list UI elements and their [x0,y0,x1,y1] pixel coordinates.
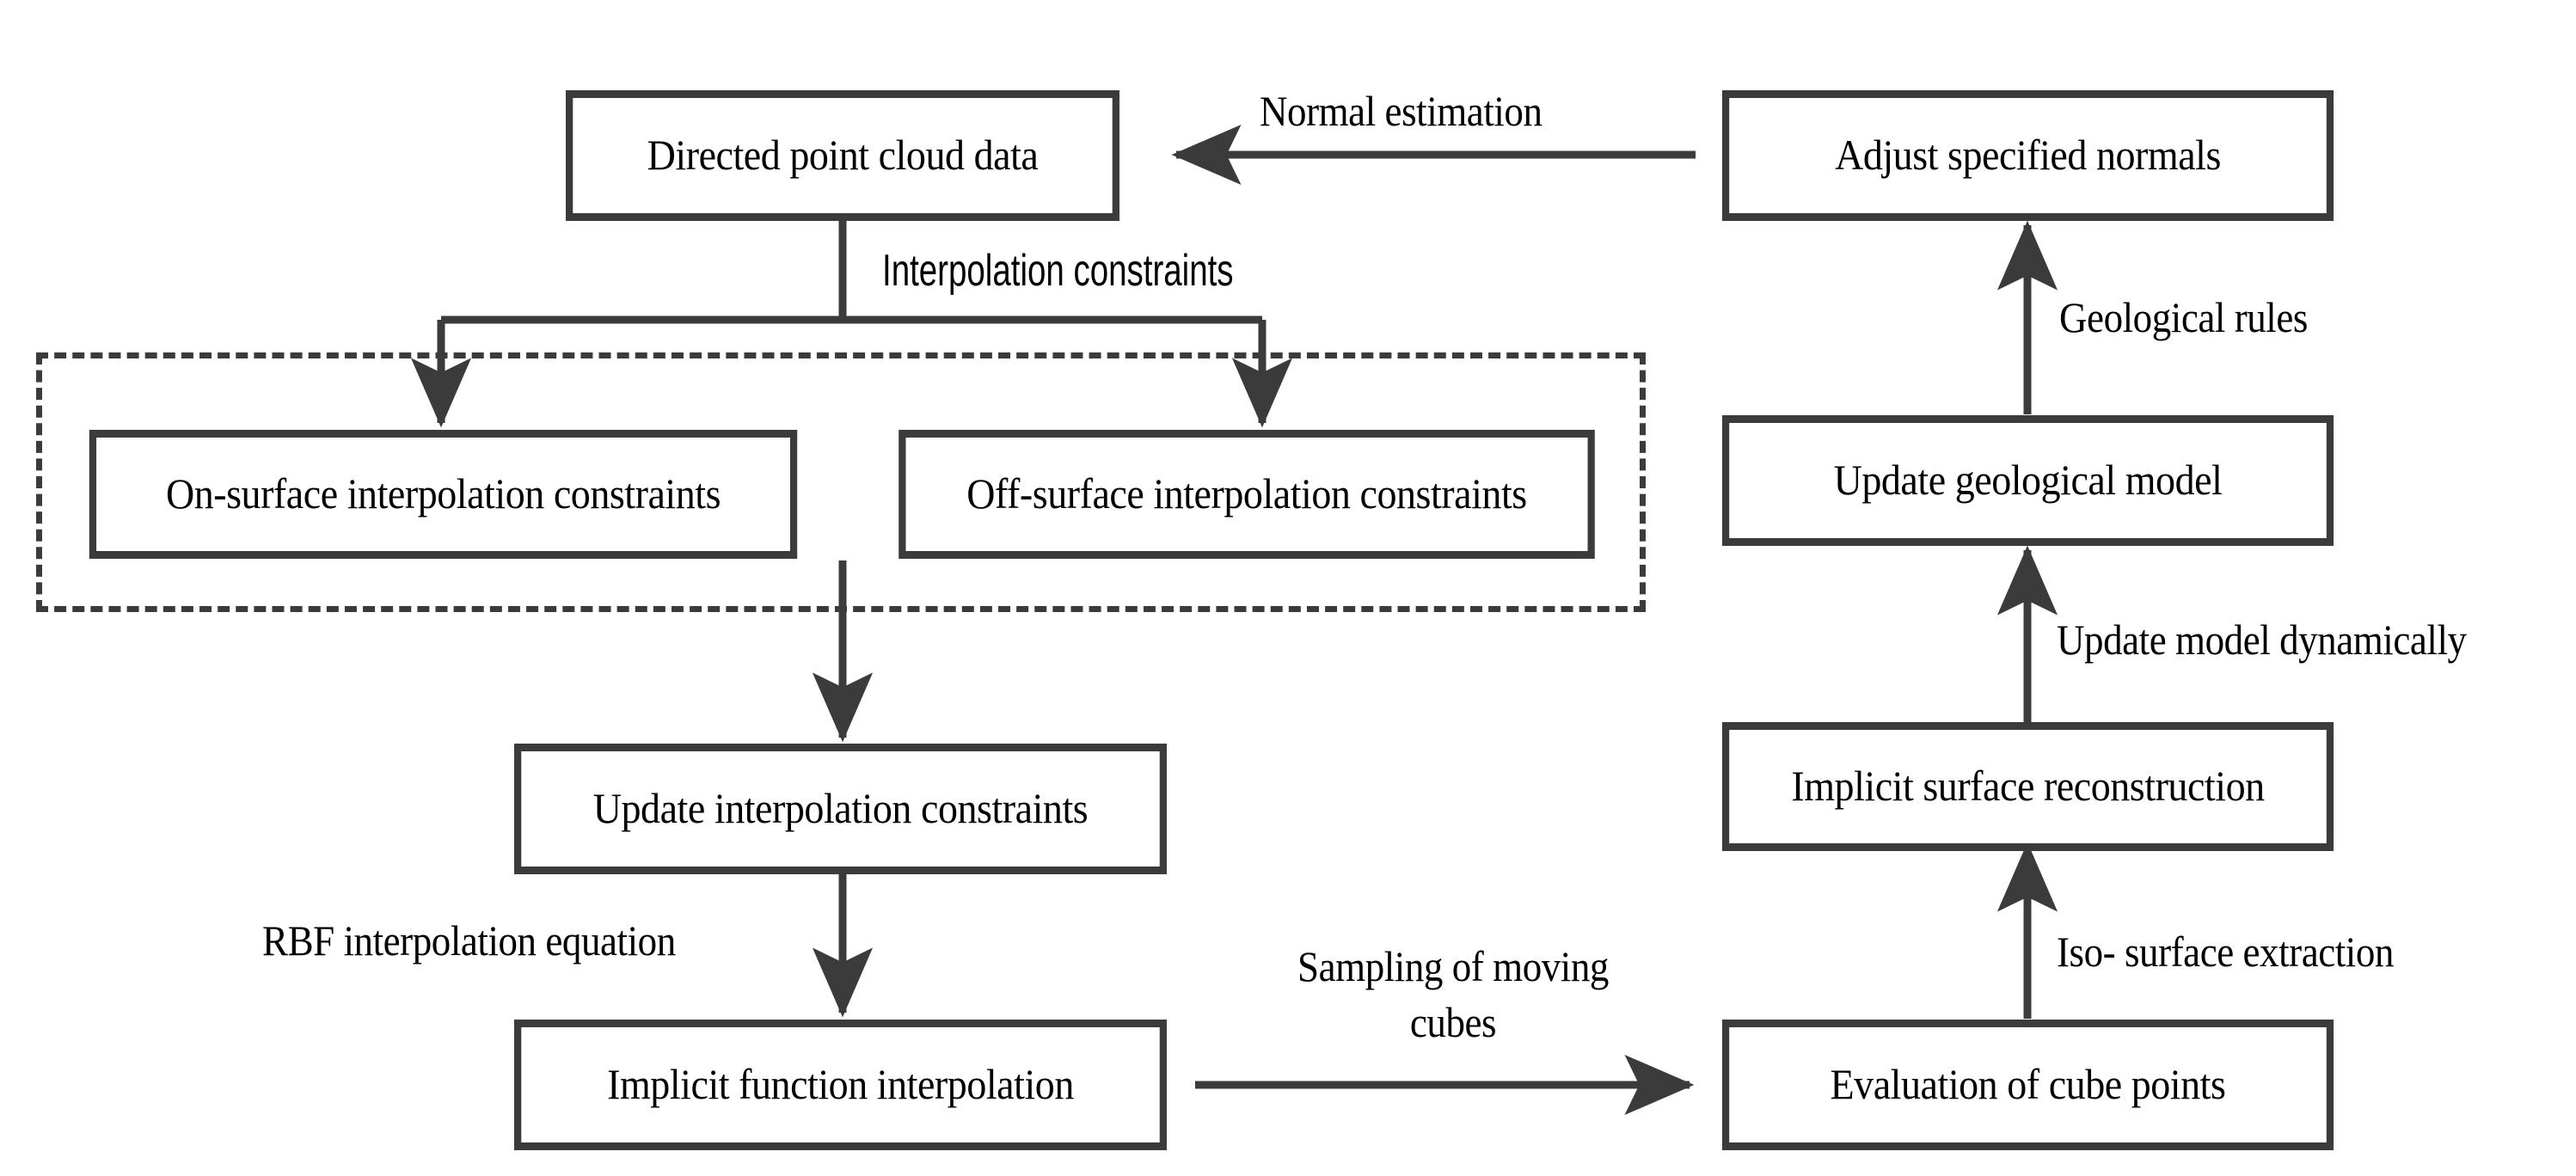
edge-label-normal-estimation: Normal estimation [1260,87,1543,135]
node-update-geological-model[interactable]: Update geological model [1721,415,2334,546]
edge-pointcloud-to-constraints [410,219,1293,428]
edge-label-interpolation-constraints: Interpolation constraints [882,246,1234,296]
edge-label-rbf-interpolation-equation: RBF interpolation equation [262,916,676,965]
node-implicit-function-interpolation[interactable]: Implicit function interpolation [514,1020,1167,1150]
edge-label-geological-rules: Geological rules [2059,293,2308,341]
edge-label-sampling-of-moving-cubes-line2: cubes [1409,998,1497,1046]
node-on-surface-interpolation-constraints[interactable]: On-surface interpolation constraints [89,430,798,559]
node-label: Adjust specified normals [1835,131,2221,180]
node-evaluation-of-cube-points[interactable]: Evaluation of cube points [1721,1020,2334,1150]
node-label: Implicit function interpolation [607,1060,1074,1109]
node-directed-point-cloud-data[interactable]: Directed point cloud data [566,90,1119,221]
node-off-surface-interpolation-constraints[interactable]: Off-surface interpolation constraints [899,430,1595,559]
edge-label-iso-surface-extraction: Iso- surface extraction [2057,928,2394,976]
node-label: Directed point cloud data [647,131,1039,180]
edge-label-sampling-of-moving-cubes-line1: Sampling of moving [1297,942,1609,990]
node-label: On-surface interpolation constraints [165,469,721,518]
node-label: Implicit surface reconstruction [1791,762,2265,811]
node-label: Update interpolation constraints [592,784,1089,833]
node-label: Update geological model [1833,456,2223,505]
node-implicit-surface-reconstruction[interactable]: Implicit surface reconstruction [1721,722,2334,851]
edge-label-update-model-dynamically: Update model dynamically [2057,616,2467,664]
node-label: Evaluation of cube points [1830,1060,2226,1109]
node-update-interpolation-constraints[interactable]: Update interpolation constraints [514,744,1167,874]
node-adjust-specified-normals[interactable]: Adjust specified normals [1721,90,2334,221]
node-label: Off-surface interpolation constraints [966,469,1527,518]
